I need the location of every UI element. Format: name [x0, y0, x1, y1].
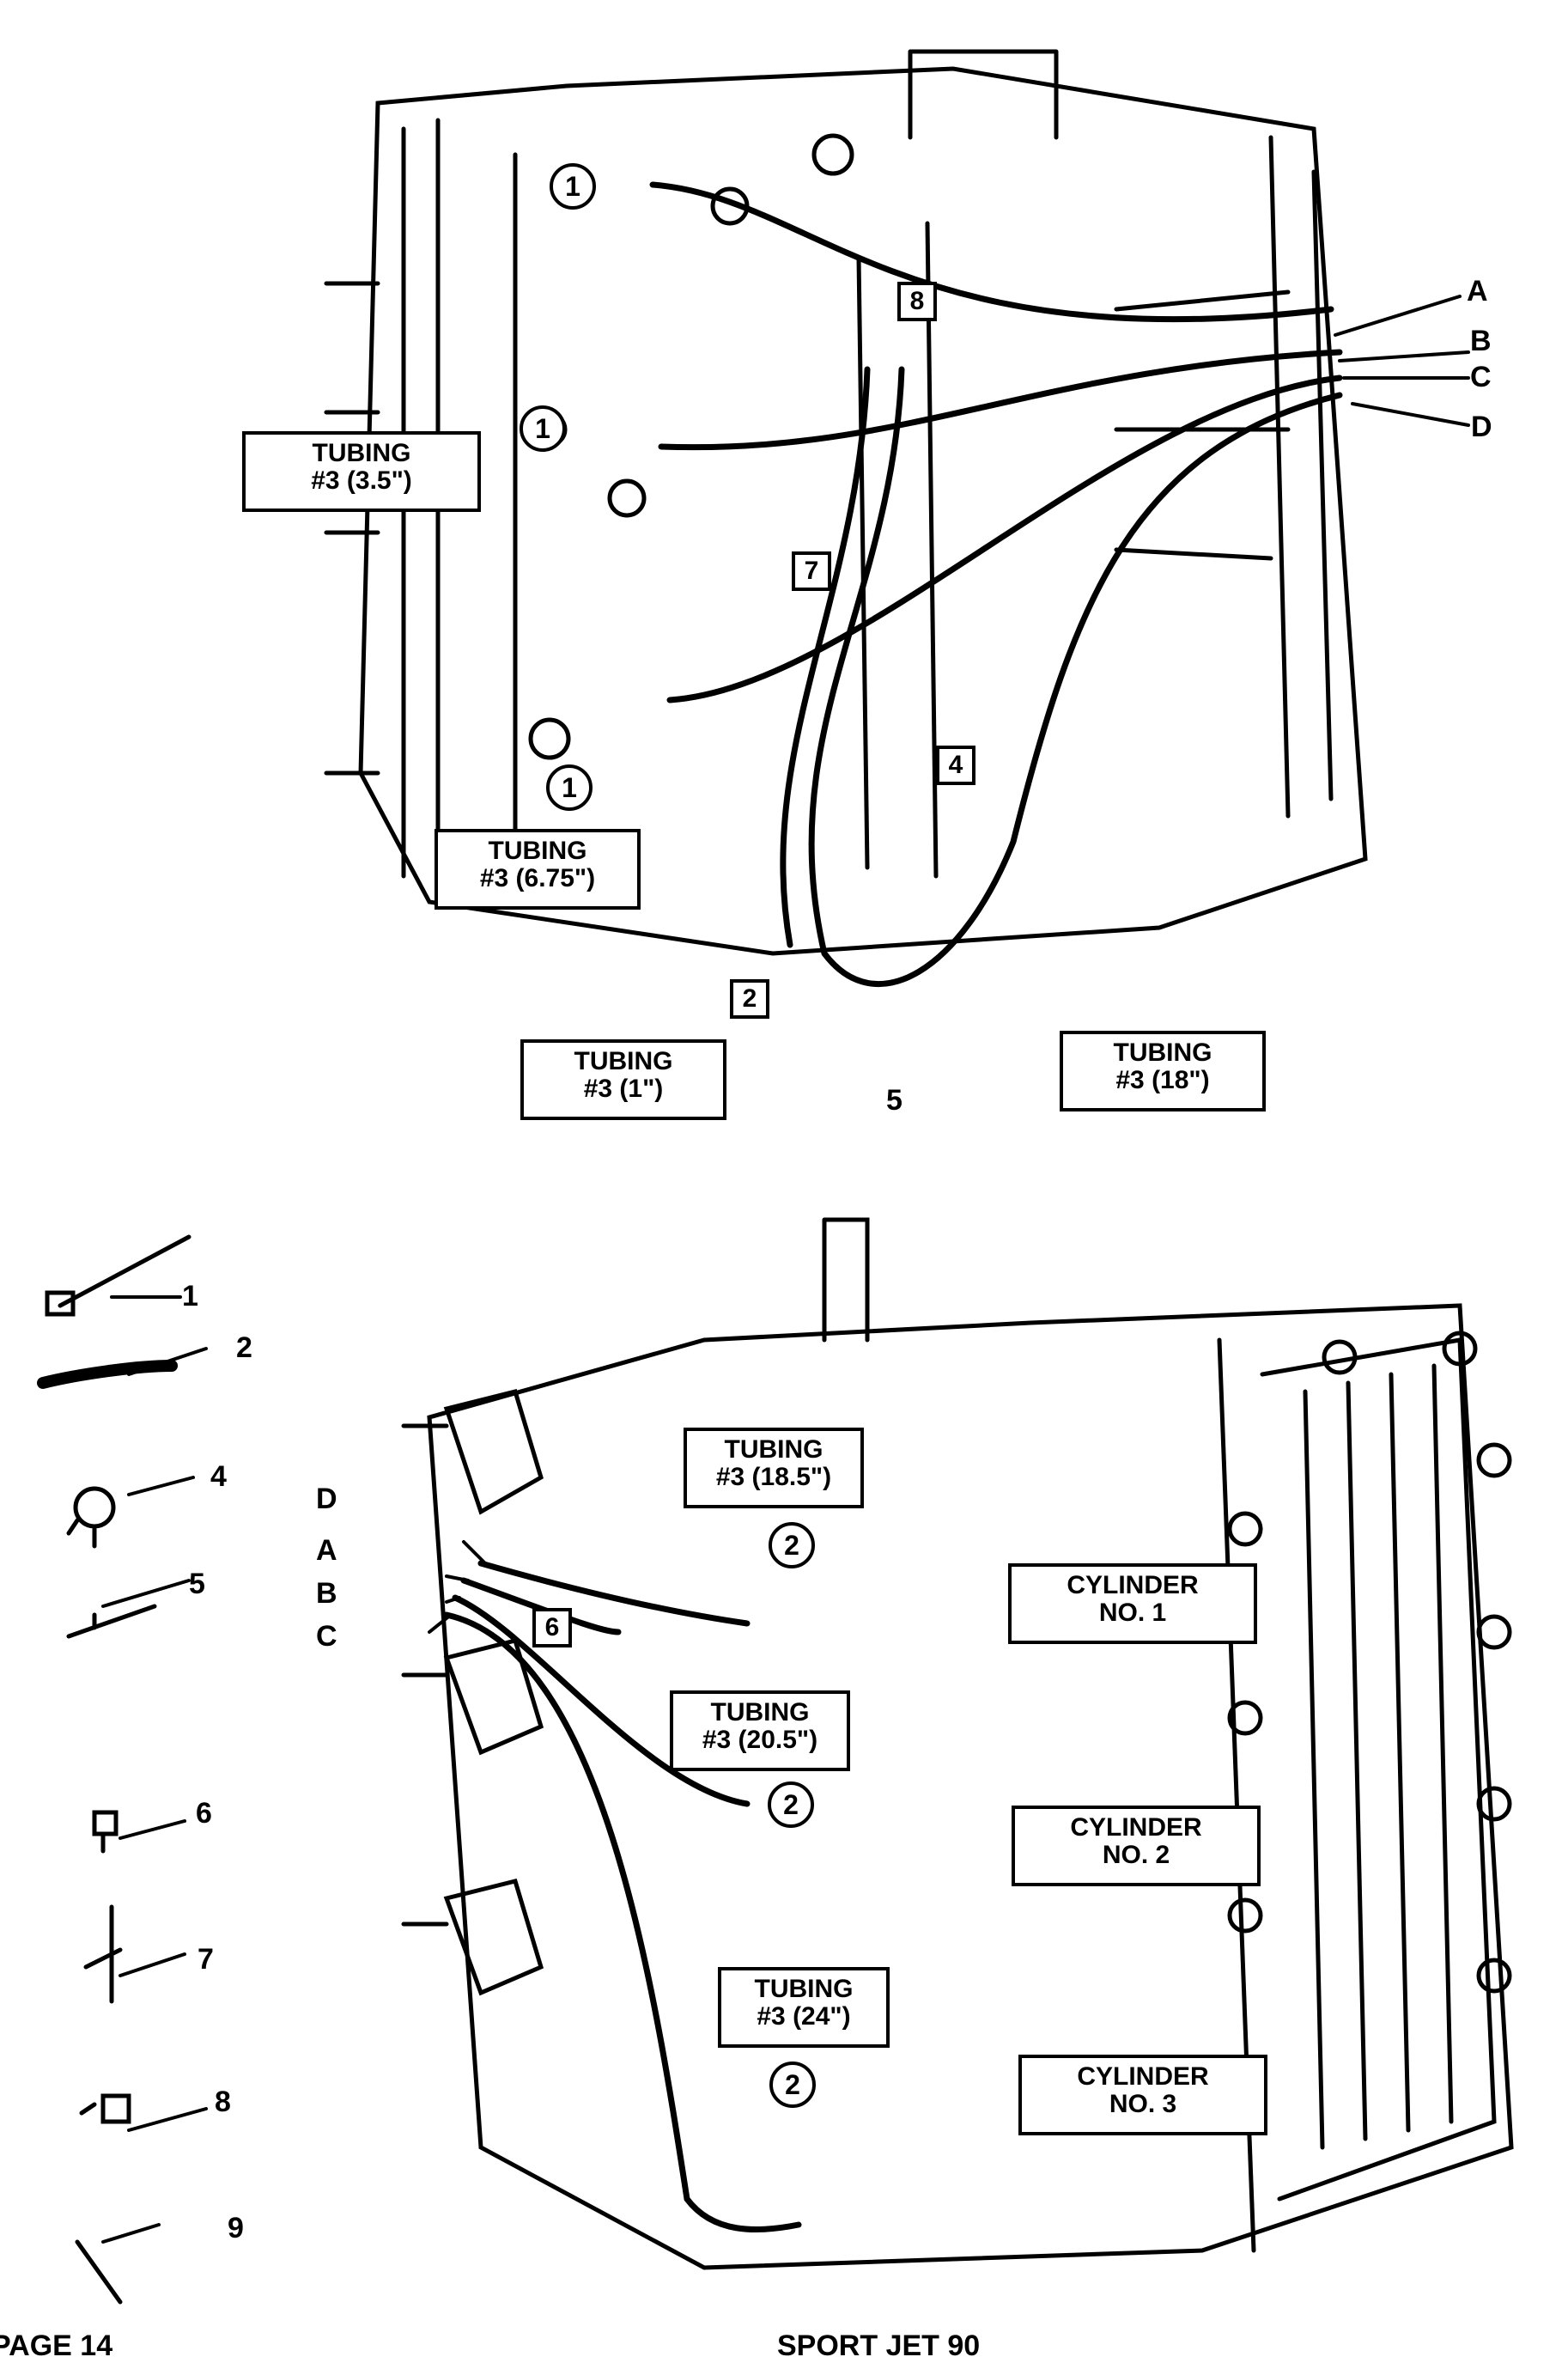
label-tubing-6.75: TUBING #3 (6.75")	[435, 829, 641, 910]
label-line2: NO. 2	[1102, 1841, 1170, 1869]
top-engine-drawing	[324, 49, 1368, 956]
callout-4: 4	[936, 746, 975, 785]
model-name: SPORT JET 90	[777, 2330, 981, 2362]
label-line2: NO. 1	[1098, 1599, 1167, 1627]
label-tubing-3.5: TUBING #3 (3.5")	[242, 431, 481, 512]
label-line2: #3 (1")	[583, 1075, 664, 1103]
callout-8: 8	[897, 282, 937, 321]
callout-2: 2	[769, 2062, 816, 2108]
label-line2: #3 (24")	[757, 2002, 851, 2031]
label-tubing-18.5: TUBING #3 (18.5")	[684, 1428, 864, 1508]
legend-number-2: 2	[236, 1331, 252, 1364]
hose-letter-b: B	[1470, 325, 1492, 357]
hose-letter-c: C	[1470, 361, 1492, 393]
parts-legend-drawings	[37, 1234, 191, 2305]
label-line1: TUBING	[754, 1975, 854, 2003]
label-line2: NO. 3	[1109, 2090, 1177, 2118]
label-line1: TUBING	[574, 1047, 673, 1075]
callout-2: 2	[730, 979, 769, 1019]
label-line2: #3 (3.5")	[311, 466, 412, 495]
label-line1: TUBING	[710, 1698, 810, 1727]
callout-2: 2	[769, 1522, 815, 1568]
legend-number-6: 6	[196, 1797, 212, 1830]
callout-7: 7	[792, 551, 831, 591]
label-tubing-24: TUBING #3 (24")	[718, 1967, 890, 2048]
page-number: PAGE 14	[0, 2330, 113, 2362]
label-line1: TUBING	[1113, 1038, 1212, 1067]
bottom-engine-drawing	[401, 1217, 1514, 2270]
label-line1: TUBING	[724, 1435, 824, 1464]
legend-number-4: 4	[210, 1460, 227, 1493]
legend-number-1: 1	[182, 1280, 198, 1312]
legend-number-8: 8	[215, 2086, 231, 2118]
legend-number-9: 9	[228, 2212, 244, 2244]
callout-1: 1	[550, 163, 596, 210]
hose-letter-a: A	[316, 1534, 337, 1567]
label-line1: TUBING	[488, 837, 587, 865]
label-line2: #3 (6.75")	[479, 864, 596, 892]
label-cylinder-3: CYLINDER NO. 3	[1018, 2055, 1267, 2135]
label-line1: CYLINDER	[1077, 2062, 1209, 2091]
label-line2: #3 (18")	[1115, 1066, 1210, 1094]
label-line2: #3 (20.5")	[702, 1726, 818, 1754]
bottom-hoses	[443, 1560, 802, 2233]
top-hoses	[649, 181, 1343, 988]
hose-letter-b: B	[316, 1577, 337, 1610]
legend-number-5: 5	[189, 1568, 205, 1600]
legend-number-7: 7	[198, 1943, 214, 1976]
hose-letter-c: C	[316, 1620, 337, 1653]
label-cylinder-1: CYLINDER NO. 1	[1008, 1563, 1257, 1644]
callout-1: 1	[520, 405, 566, 452]
label-line1: CYLINDER	[1070, 1813, 1202, 1842]
callout-2: 2	[768, 1781, 814, 1828]
label-tubing-20.5: TUBING #3 (20.5")	[670, 1690, 850, 1771]
callout-6: 6	[532, 1608, 572, 1647]
hose-letter-a: A	[1467, 275, 1488, 308]
hose-letter-d: D	[316, 1483, 337, 1515]
label-cylinder-2: CYLINDER NO. 2	[1012, 1806, 1261, 1886]
label-tubing-1: TUBING #3 (1")	[520, 1039, 726, 1120]
label-line2: #3 (18.5")	[715, 1463, 832, 1491]
label-line1: TUBING	[312, 439, 411, 467]
label-line1: CYLINDER	[1067, 1571, 1199, 1599]
label-tubing-18: TUBING #3 (18")	[1060, 1031, 1266, 1111]
callout-5: 5	[886, 1084, 903, 1117]
leader-lines	[101, 295, 1470, 2244]
callout-1: 1	[546, 764, 593, 811]
hose-letter-d: D	[1471, 411, 1492, 443]
